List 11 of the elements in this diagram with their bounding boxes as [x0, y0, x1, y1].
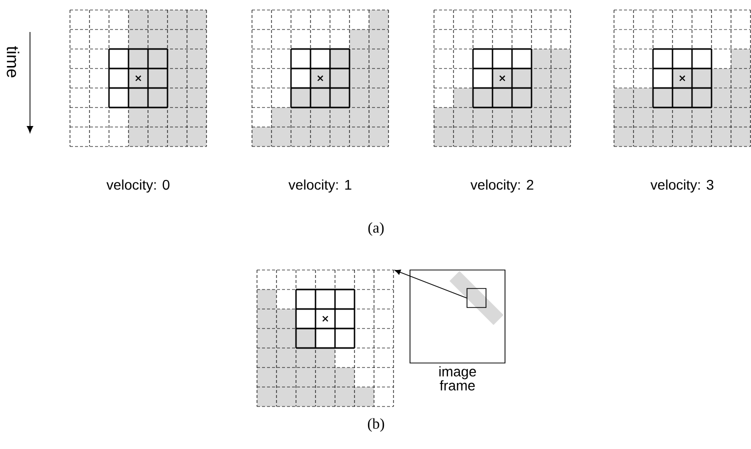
velocity-label: velocity: 1	[288, 179, 352, 193]
velocity-label: velocity: 2	[470, 179, 534, 193]
velocity-label: velocity: 0	[106, 179, 170, 193]
region-square	[466, 288, 486, 308]
node-label: image frame	[439, 366, 476, 390]
pixel-grid-drawing	[256, 270, 394, 407]
image-frame: image frame	[410, 270, 506, 390]
panel-label: (a)	[368, 222, 384, 236]
axis-label: time	[6, 46, 20, 78]
velocity-label: velocity: 3	[650, 179, 714, 193]
arrow	[394, 270, 467, 298]
